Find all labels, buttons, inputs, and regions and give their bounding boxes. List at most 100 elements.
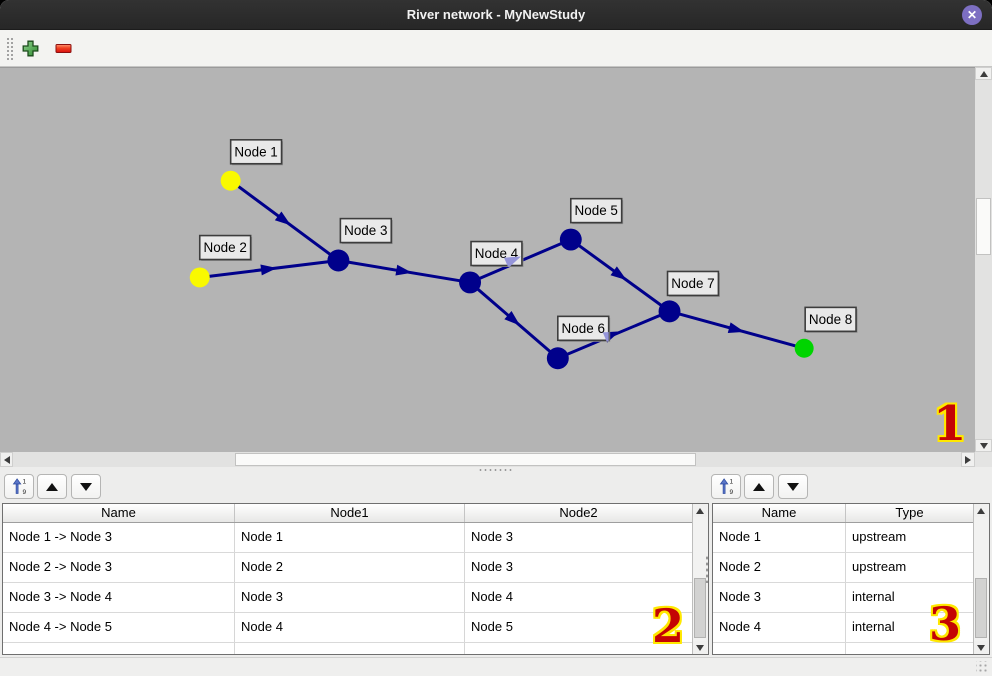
node-label-7: Node 7 — [666, 270, 720, 297]
column-header-name[interactable]: Name — [3, 504, 235, 522]
table-row[interactable]: Node 3 -> Node 4 Node 3 Node 4 — [3, 583, 708, 613]
node-label-1: Node 1 — [229, 139, 284, 166]
flow-arrow-overlay — [504, 256, 521, 267]
cell-name: Node 1 -> Node 3 — [3, 523, 235, 552]
scroll-up-button[interactable] — [974, 504, 988, 517]
table-row[interactable]: Node 1 upstream — [713, 523, 989, 553]
vscroll-thumb[interactable] — [694, 578, 706, 638]
canvas-vscrollbar[interactable] — [975, 67, 992, 452]
triangle-left-icon — [3, 455, 10, 464]
flow-arrow-icon — [260, 264, 277, 276]
add-button[interactable] — [21, 39, 39, 57]
svg-text:Node 7: Node 7 — [671, 276, 714, 291]
node-label-6: Node 6 — [557, 315, 611, 342]
table-row[interactable]: Node 4 -> Node 5 Node 4 Node 5 — [3, 613, 708, 643]
tables-splitter[interactable] — [705, 555, 709, 583]
svg-text:Node 8: Node 8 — [809, 312, 852, 327]
remove-button[interactable] — [54, 39, 72, 57]
svg-text:Node 3: Node 3 — [344, 223, 387, 238]
scroll-up-button[interactable] — [693, 504, 707, 517]
canvas-area: Node 1 Node 2 Node 3 Node 4 Node 5 Node … — [0, 67, 992, 467]
svg-text:Node 5: Node 5 — [575, 203, 618, 218]
status-bar — [0, 657, 992, 676]
node-circle-8[interactable] — [794, 338, 814, 358]
column-header-name[interactable]: Name — [713, 504, 846, 522]
column-header-node2[interactable]: Node2 — [465, 504, 693, 522]
branches-table: Name Node1 Node2 Node 1 -> Node 3 Node 1… — [2, 503, 709, 655]
cell-node1: Node 3 — [235, 583, 465, 612]
vscroll-thumb[interactable] — [976, 198, 991, 255]
node-circle-4[interactable] — [459, 271, 482, 294]
nodes-move-down-button[interactable] — [778, 474, 808, 499]
main-toolbar — [0, 30, 992, 67]
node-label-5: Node 5 — [569, 197, 624, 225]
panel-splitter[interactable] — [0, 467, 992, 473]
annotation-2: 2 — [652, 599, 685, 653]
triangle-up-icon — [977, 507, 985, 514]
title-bar[interactable]: River network - MyNewStudy ✕ — [0, 0, 992, 30]
hscroll-thumb[interactable] — [235, 453, 696, 466]
sort-ascending-icon: 1 9 — [719, 478, 733, 495]
scroll-up-button[interactable] — [975, 67, 992, 80]
svg-text:9: 9 — [22, 489, 26, 495]
branches-sort-button[interactable]: 1 9 — [4, 474, 34, 499]
scroll-down-button[interactable] — [975, 439, 992, 452]
close-icon: ✕ — [966, 8, 978, 22]
column-header-type[interactable]: Type — [846, 504, 974, 522]
branches-move-down-button[interactable] — [71, 474, 101, 499]
branches-move-up-button[interactable] — [37, 474, 67, 499]
triangle-up-icon — [696, 507, 704, 514]
flow-arrow-icon — [610, 266, 627, 281]
node-circle-3[interactable] — [327, 249, 350, 272]
flow-arrow-icon — [395, 264, 413, 276]
nodes-move-up-button[interactable] — [744, 474, 774, 499]
node-circle-2[interactable] — [189, 267, 210, 288]
cell-node1: Node 1 — [235, 523, 465, 552]
scroll-left-button[interactable] — [0, 452, 13, 467]
nodes-sort-button[interactable]: 1 9 — [711, 474, 741, 499]
column-header-node1[interactable]: Node1 — [235, 504, 465, 522]
triangle-right-icon — [965, 455, 971, 464]
node-circle-7[interactable] — [658, 300, 681, 323]
sort-ascending-icon: 1 9 — [12, 478, 26, 495]
flow-arrow-icon — [274, 211, 291, 226]
triangle-down-icon — [977, 644, 985, 651]
resize-grip[interactable] — [976, 661, 988, 673]
svg-text:Node 6: Node 6 — [562, 321, 605, 336]
svg-text:Node 2: Node 2 — [203, 240, 246, 255]
window-title: River network - MyNewStudy — [406, 7, 586, 22]
down-arrow-icon — [787, 482, 799, 491]
vscroll-thumb[interactable] — [975, 578, 987, 638]
flow-arrow-icon — [504, 310, 521, 326]
branches-table-vscrollbar[interactable] — [692, 504, 708, 654]
flow-arrow-overlay — [602, 332, 609, 342]
flow-arrow-icon — [727, 322, 745, 334]
scroll-down-button[interactable] — [974, 641, 988, 654]
node-circle-1[interactable] — [220, 170, 241, 191]
svg-text:9: 9 — [729, 489, 733, 495]
bottom-panel: 1 9 1 9 Name Node1 Node2 Node 1 — [0, 473, 992, 657]
node-circle-5[interactable] — [559, 228, 582, 251]
cell-node2: Node 3 — [465, 523, 693, 552]
nodes-table-vscrollbar[interactable] — [973, 504, 989, 654]
triangle-up-icon — [979, 70, 988, 77]
table-row[interactable]: Node 1 -> Node 3 Node 1 Node 3 — [3, 523, 708, 553]
table-row[interactable]: Node 2 -> Node 3 Node 2 Node 3 — [3, 553, 708, 583]
table-row[interactable]: Node 4 internal — [713, 613, 989, 643]
scroll-right-button[interactable] — [961, 452, 975, 467]
table-row[interactable]: Node 2 upstream — [713, 553, 989, 583]
cell-type: upstream — [846, 553, 974, 582]
river-network-canvas[interactable]: Node 1 Node 2 Node 3 Node 4 Node 5 Node … — [0, 67, 975, 452]
toolbar-drag-handle[interactable] — [6, 37, 14, 60]
svg-text:1: 1 — [22, 479, 26, 486]
node-circle-6[interactable] — [546, 347, 569, 370]
table-row[interactable]: Node 3 internal — [713, 583, 989, 613]
node-label-8: Node 8 — [804, 306, 858, 333]
splitter-grip-icon — [478, 468, 512, 472]
canvas-hscrollbar[interactable] — [0, 452, 975, 467]
annotation-1: 1 — [933, 396, 967, 452]
close-button[interactable]: ✕ — [962, 5, 982, 25]
cell-name: Node 4 -> Node 5 — [3, 613, 235, 642]
scroll-down-button[interactable] — [693, 641, 707, 654]
